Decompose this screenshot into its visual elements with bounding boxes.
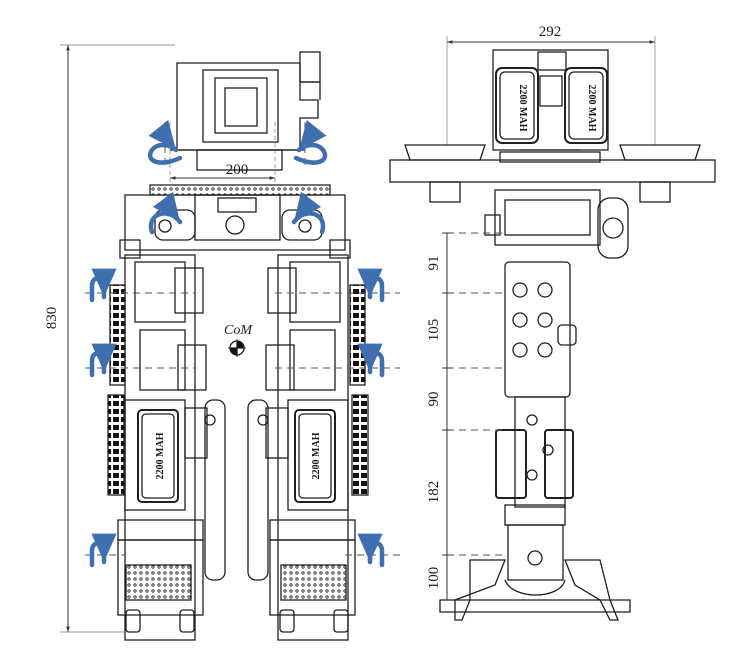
side-battery-right-label: 2200 MAH <box>586 85 597 132</box>
side-width-dimension <box>446 36 656 145</box>
rotation-arrow-icon <box>148 120 183 165</box>
front-top-frame <box>170 51 321 171</box>
rotation-arrow-icon <box>291 191 326 235</box>
front-width-label: 200 <box>226 162 249 178</box>
side-hip <box>484 189 629 259</box>
segment-label-1: 91 <box>426 256 442 271</box>
side-segment-dimension <box>442 232 452 600</box>
com-label: CoM <box>224 323 253 338</box>
segment-label-5: 100 <box>426 567 442 590</box>
front-height-dimension <box>60 44 175 633</box>
front-left-leg <box>107 254 226 641</box>
side-foot <box>439 524 631 621</box>
front-battery-right-label: 2200 MAH <box>311 432 322 479</box>
front-width-dimension <box>169 122 276 195</box>
rotation-arrow-icon <box>89 268 117 303</box>
side-shoulder-bar <box>389 144 716 203</box>
rotation-arrow-icon <box>357 533 385 568</box>
segment-label-4: 182 <box>426 481 442 504</box>
front-battery-right <box>294 409 336 503</box>
front-height-label: 830 <box>44 307 60 330</box>
front-battery-left-label: 2200 MAH <box>155 432 166 479</box>
front-battery-left <box>137 409 179 503</box>
front-hip-assembly <box>119 184 351 259</box>
rotation-arrow-icon <box>293 120 328 165</box>
rotation-arrow-icon <box>357 268 385 303</box>
segment-label-2: 105 <box>426 319 442 342</box>
front-right-leg <box>247 254 369 641</box>
side-upper-leg <box>504 261 577 398</box>
rotation-arrow-icon <box>148 191 183 235</box>
side-battery-left-label: 2200 MAH <box>517 85 528 132</box>
side-joint-lines <box>447 232 505 556</box>
side-width-label: 292 <box>539 24 562 40</box>
rotation-arrows <box>89 120 385 568</box>
front-view <box>60 44 400 641</box>
com-marker-icon <box>228 339 246 357</box>
side-top-backpack <box>492 49 609 151</box>
rotation-arrow-icon <box>89 343 117 378</box>
segment-label-3: 90 <box>426 392 442 407</box>
rotation-arrow-icon <box>357 343 385 378</box>
side-view <box>389 36 716 621</box>
side-lower-leg <box>495 396 574 526</box>
rotation-arrow-icon <box>89 533 117 568</box>
